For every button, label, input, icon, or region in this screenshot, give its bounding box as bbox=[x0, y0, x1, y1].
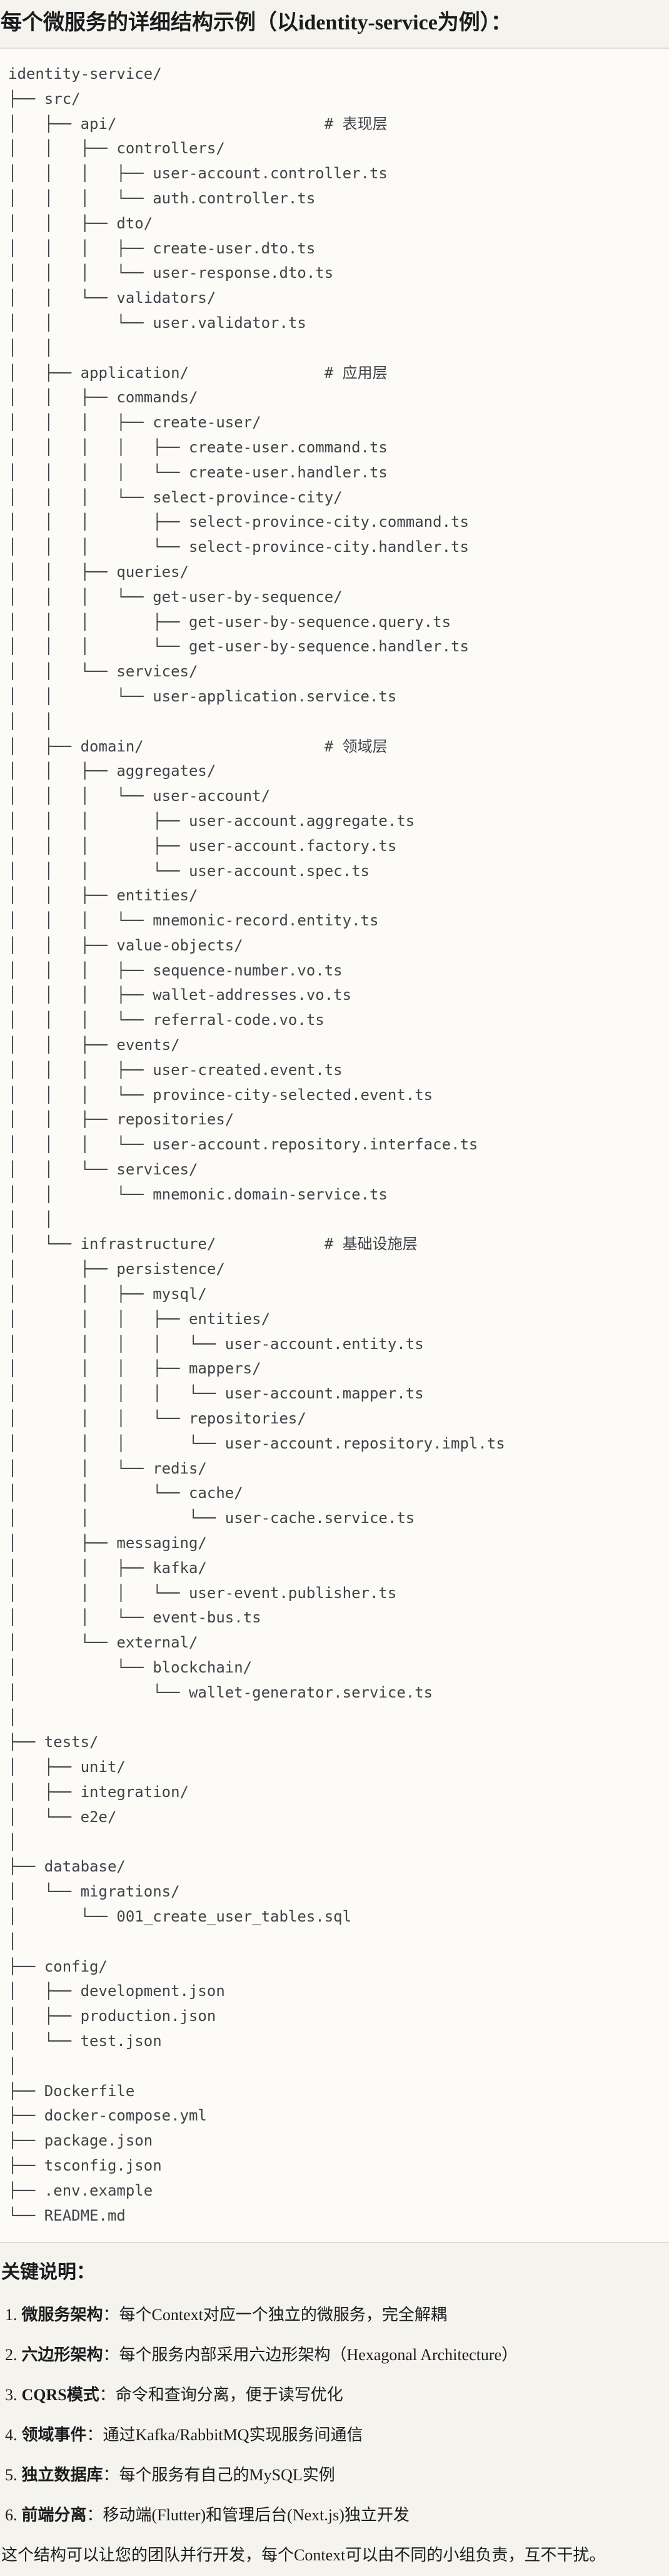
note-term: 前端分离 bbox=[21, 2506, 87, 2525]
note-term: 独立数据库 bbox=[21, 2466, 103, 2485]
summary-paragraph: 这个结构可以让您的团队并行开发，每个Context可以由不同的小组负责，互不干扰… bbox=[1, 2546, 606, 2565]
note-item: 1.微服务架构：每个Context对应一个独立的微服务，完全解耦 bbox=[5, 2303, 659, 2327]
note-desc: ：每个Context对应一个独立的微服务，完全解耦 bbox=[103, 2306, 447, 2324]
note-term: 六边形架构 bbox=[21, 2346, 103, 2365]
notes-section: 关键说明： 1.微服务架构：每个Context对应一个独立的微服务，完全解耦 2… bbox=[0, 2258, 669, 2567]
note-number: 2. bbox=[5, 2346, 18, 2365]
note-item: 5.独立数据库：每个服务有自己的MySQL实例 bbox=[5, 2463, 659, 2487]
note-desc: ：移动端(Flutter)和管理后台(Next.js)独立开发 bbox=[86, 2506, 410, 2525]
notes-list: 1.微服务架构：每个Context对应一个独立的微服务，完全解耦 2.六边形架构… bbox=[1, 2303, 659, 2527]
note-number: 1. bbox=[5, 2306, 18, 2324]
note-desc: ：命令和查询分离，便于读写优化 bbox=[99, 2386, 343, 2405]
note-term: 微服务架构 bbox=[21, 2306, 103, 2324]
note-number: 5. bbox=[5, 2466, 18, 2485]
note-item: 2.六边形架构：每个服务内部采用六边形架构（Hexagonal Architec… bbox=[5, 2343, 659, 2367]
note-term: CQRS模式 bbox=[21, 2386, 99, 2405]
directory-tree: identity-service/ ├── src/ │ ├── api/ # … bbox=[8, 65, 505, 2224]
page-title: 每个微服务的详细结构示例（以identity-service为例）： bbox=[1, 11, 512, 34]
note-desc: ：通过Kafka/RabbitMQ实现服务间通信 bbox=[86, 2426, 363, 2445]
note-term: 领域事件 bbox=[21, 2426, 87, 2445]
note-desc: ：每个服务有自己的MySQL实例 bbox=[103, 2466, 335, 2485]
directory-tree-code-block: identity-service/ ├── src/ │ ├── api/ # … bbox=[0, 48, 669, 2244]
note-item: 3.CQRS模式：命令和查询分离，便于读写优化 bbox=[5, 2383, 659, 2407]
note-item: 4.领域事件：通过Kafka/RabbitMQ实现服务间通信 bbox=[5, 2423, 659, 2447]
notes-heading: 关键说明： bbox=[1, 2262, 95, 2283]
note-desc: ：每个服务内部采用六边形架构（Hexagonal Architecture） bbox=[103, 2346, 518, 2365]
note-number: 4. bbox=[5, 2426, 18, 2445]
note-item: 6.前端分离：移动端(Flutter)和管理后台(Next.js)独立开发 bbox=[5, 2503, 659, 2527]
note-number: 6. bbox=[5, 2506, 18, 2525]
note-number: 3. bbox=[5, 2386, 18, 2405]
